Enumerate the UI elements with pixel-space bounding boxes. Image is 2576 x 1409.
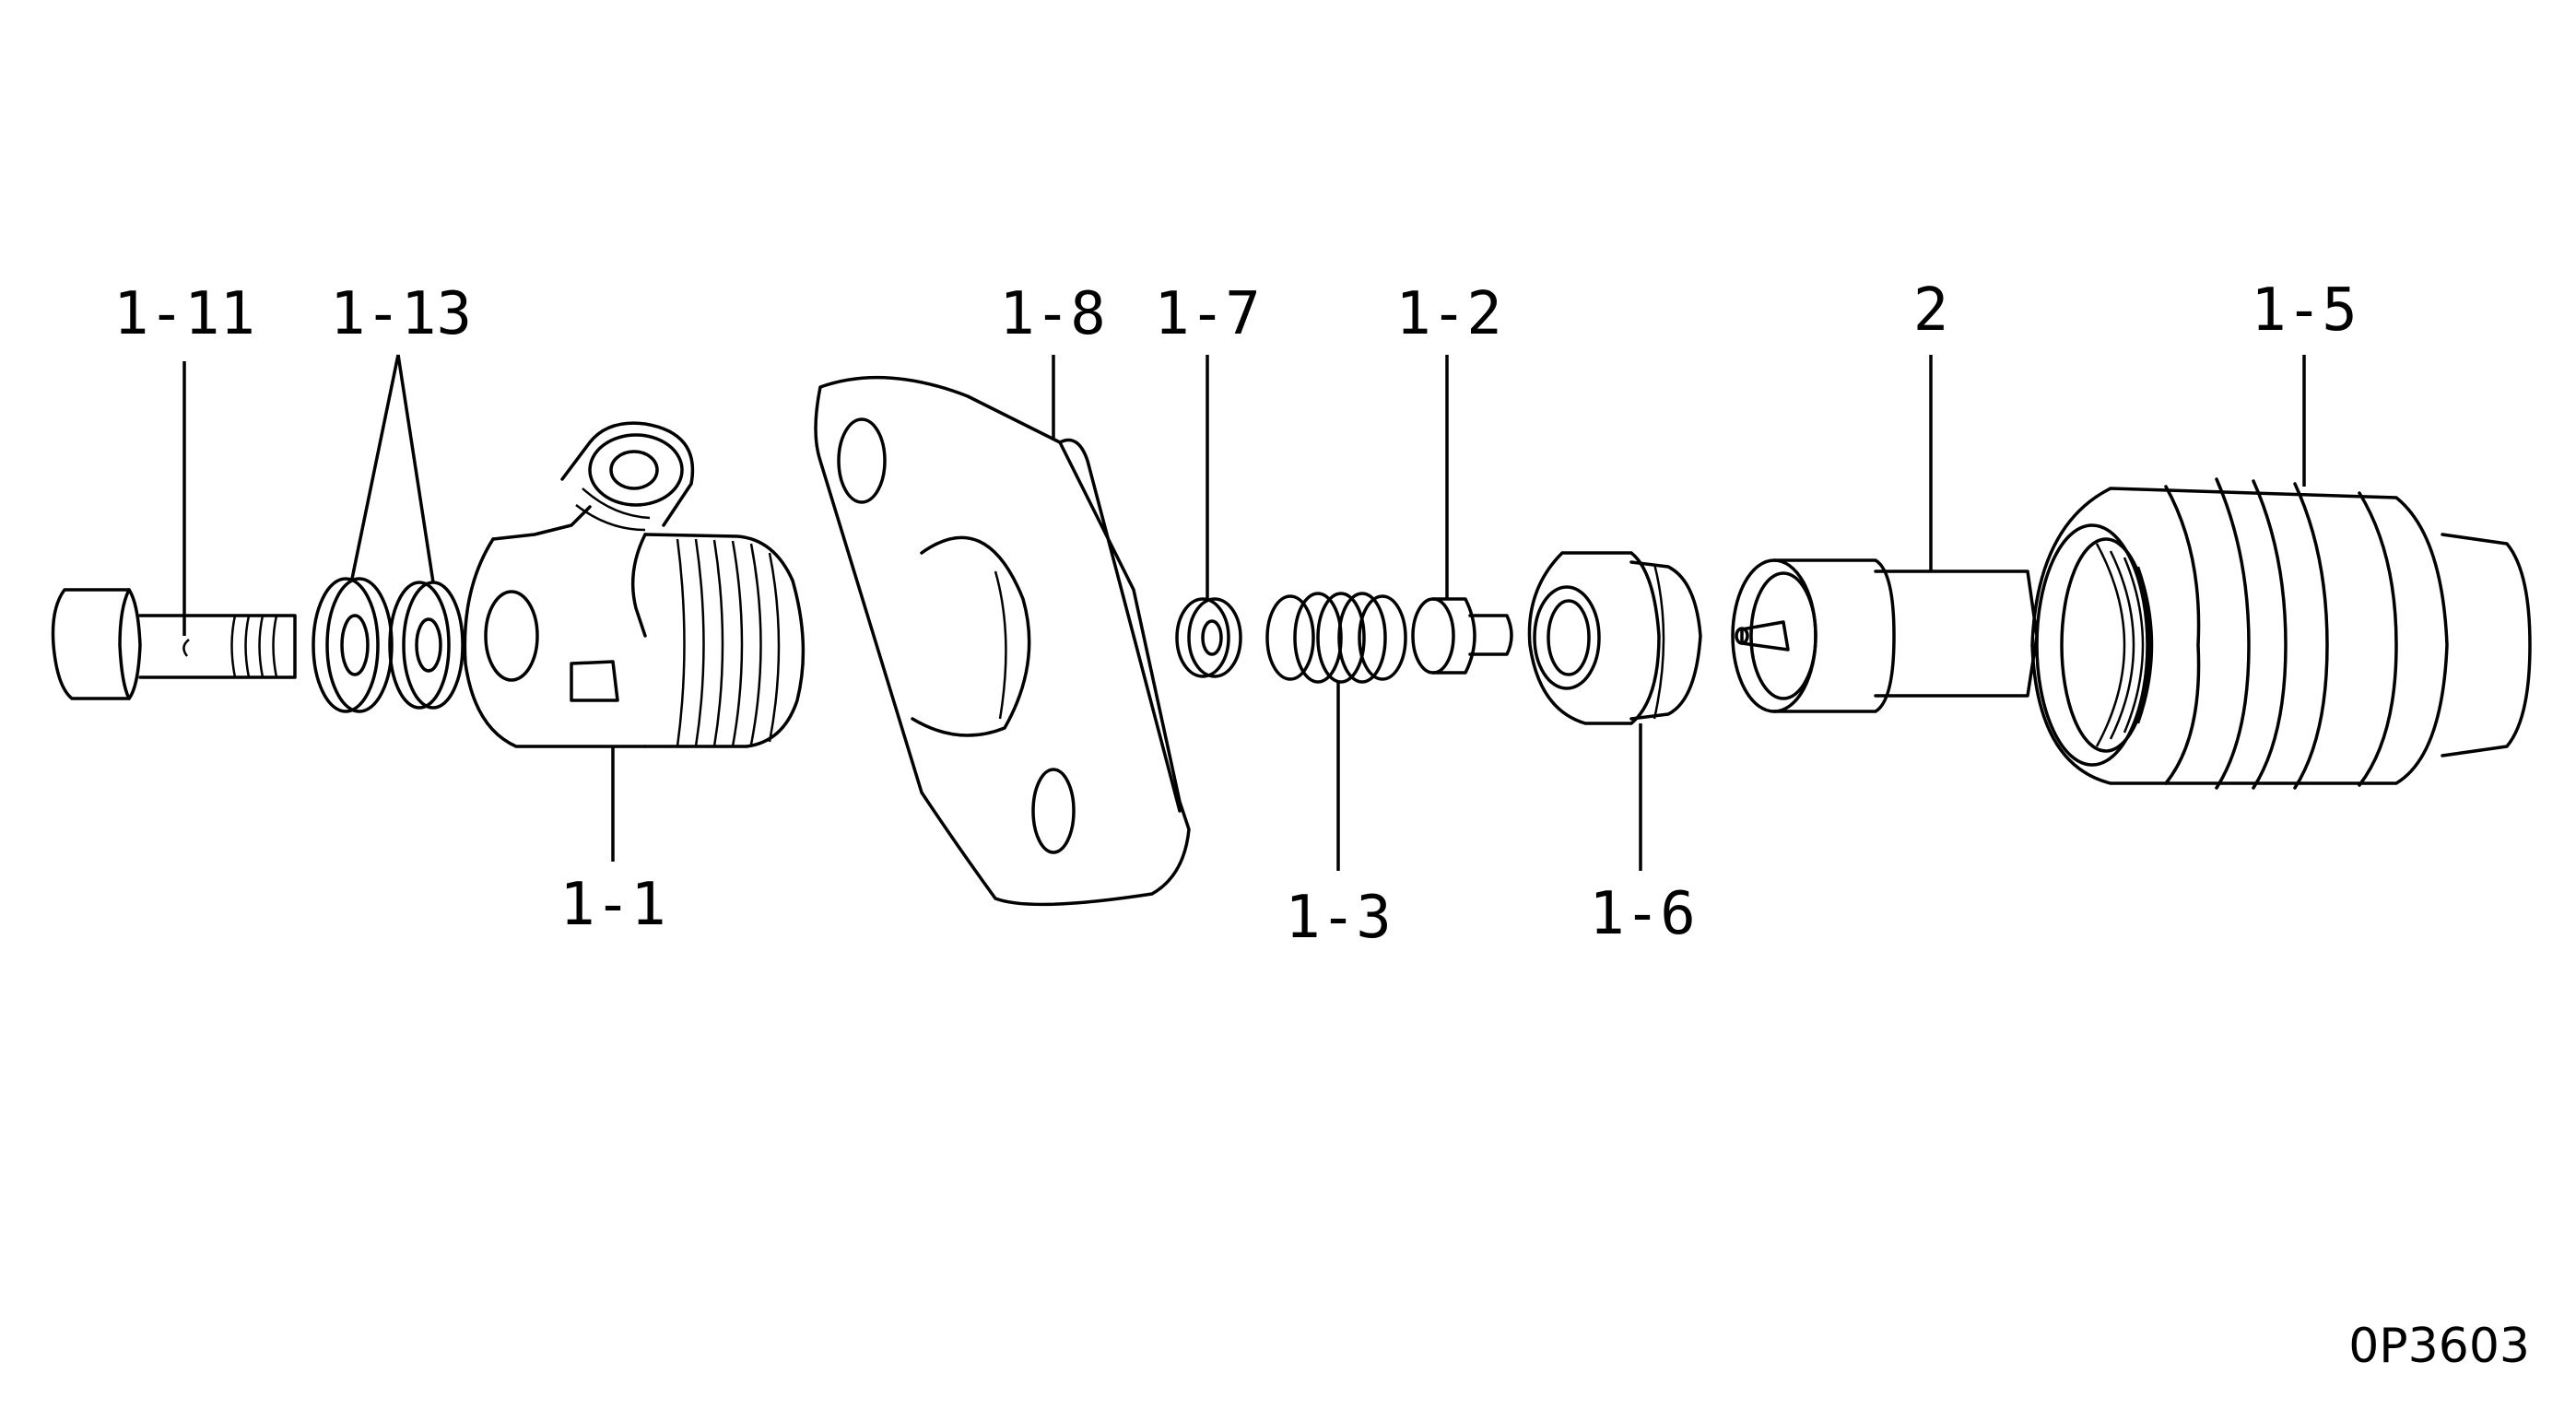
label-1-13: 1-13 [330,280,472,348]
leader-1-13-a [350,354,400,580]
leader-1-13-b [396,354,435,583]
label-1-7: 1-7 [1154,280,1261,348]
part-2-nozzle [1731,558,2039,713]
part-1-6-valve-seat [1527,551,1702,725]
label-1-5: 1-5 [2251,276,2358,345]
label-1-1: 1-1 [559,871,666,939]
part-1-7-washer [1175,597,1242,678]
part-1-5-nut [2030,477,2532,790]
leader-lines [182,354,2306,871]
figure-code: 0P3603 [2348,1319,2530,1374]
part-labels: 1-11 1-13 1-8 1-7 1-2 2 1-5 1-1 1-3 1-6 [113,276,2358,952]
part-1-8-flange [814,375,1191,907]
label-1-11: 1-11 [113,280,255,348]
label-1-3: 1-3 [1285,884,1392,952]
label-1-8: 1-8 [999,280,1106,348]
part-1-13-washers [312,577,465,713]
label-1-6: 1-6 [1589,880,1696,948]
part-1-3-spring [1265,592,1407,684]
part-1-2-valve [1411,597,1513,675]
label-1-2: 1-2 [1395,280,1502,348]
part-1-1-holder [463,421,806,748]
part-1-11-bolt [51,588,297,700]
label-2: 2 [1913,276,1949,345]
